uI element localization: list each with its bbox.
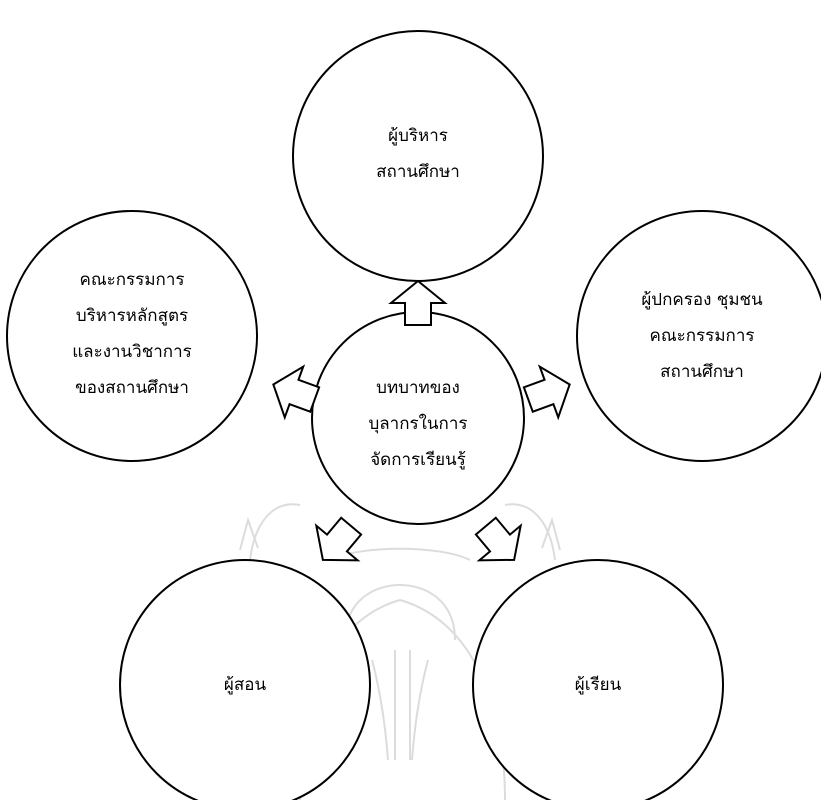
- label-line: ของสถานศึกษา: [75, 378, 189, 398]
- circle-bottom-left: [119, 559, 371, 800]
- label-line: คณะกรรมการ: [649, 326, 755, 346]
- circle-left: [6, 210, 258, 462]
- label-line: ผู้สอน: [223, 675, 267, 695]
- arrow-up-icon: [388, 279, 448, 326]
- label-line: บทบาทของ: [376, 378, 460, 398]
- label-line: บุลากรในการ: [368, 414, 468, 434]
- label-line: ผู้เรียน: [574, 675, 622, 695]
- label-line: คณะกรรมการ: [79, 270, 185, 290]
- label-line: บริหารหลักสูตร: [75, 306, 189, 326]
- label-left-node: คณะกรรมการ บริหารหลักสูตร และงานวิชาการ …: [22, 262, 242, 406]
- label-right-node: ผู้ปกครอง ชุมชน คณะกรรมการ สถานศึกษา: [592, 282, 812, 390]
- arrow-upper-right-icon: [522, 364, 571, 421]
- label-top-node: ผู้บริหาร สถานศึกษา: [318, 118, 518, 190]
- label-bottom-left-node: ผู้สอน: [175, 667, 315, 703]
- circle-right: [576, 210, 821, 462]
- circle-bottom-right: [472, 559, 724, 800]
- label-line: และงานวิชาการ: [72, 342, 192, 362]
- label-line: จัดการเรียนรู้: [370, 450, 466, 470]
- arrow-upper-left-icon: [272, 364, 321, 421]
- label-line: ผู้ปกครอง ชุมชน: [641, 290, 763, 310]
- label-line: ผู้บริหาร: [388, 126, 448, 146]
- label-line: สถานศึกษา: [660, 362, 744, 382]
- arrow-lower-right-icon: [474, 516, 523, 562]
- arrow-lower-left-icon: [314, 516, 363, 562]
- label-line: สถานศึกษา: [376, 162, 460, 182]
- label-bottom-right-node: ผู้เรียน: [528, 667, 668, 703]
- label-center-node: บทบาทของ บุลากรในการ จัดการเรียนรู้: [328, 370, 508, 478]
